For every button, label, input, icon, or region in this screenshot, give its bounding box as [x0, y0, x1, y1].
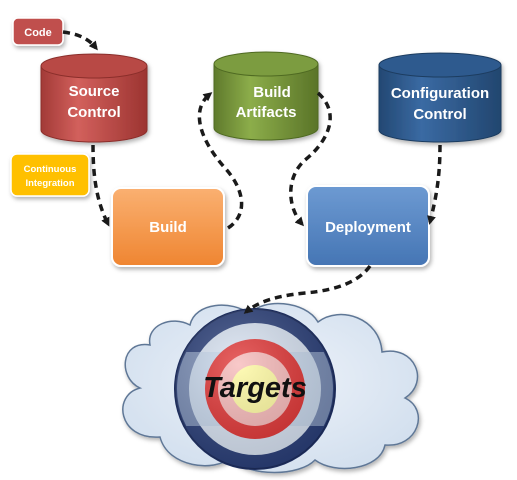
build-box: [111, 187, 225, 267]
code-tag: [12, 17, 64, 46]
source-control-cylinder: [40, 53, 148, 143]
edge-build-to-build-artifacts: [197, 92, 244, 230]
continuous-integration-label-line1: Continuous: [24, 164, 77, 175]
code-label: Code: [24, 27, 52, 39]
build-artifacts-cylinder: [213, 51, 319, 141]
targets-label: Targets: [203, 372, 307, 404]
continuous-integration-label-line2: Integration: [25, 178, 74, 189]
build-artifacts-label-line1: Build: [253, 84, 291, 101]
configuration-control-label-line2: Control: [413, 106, 466, 123]
target-bullseye: [174, 308, 336, 470]
edge-code-to-source-control: [62, 30, 98, 51]
source-control-label-line2: Control: [67, 104, 120, 121]
configuration-control-cylinder: [378, 52, 502, 143]
source-control-label-line1: Source: [69, 83, 120, 100]
build-artifacts-label-line2: Artifacts: [236, 104, 297, 121]
configuration-control-label-line1: Configuration: [391, 85, 489, 102]
deployment-label: Deployment: [325, 219, 411, 236]
edge-source-control-to-build: [91, 144, 110, 227]
continuous-integration-tag: [10, 153, 90, 197]
edge-configuration-control-to-deployment: [427, 144, 442, 225]
build-label: Build: [149, 219, 187, 236]
edge-deployment-to-targets: [243, 264, 372, 314]
